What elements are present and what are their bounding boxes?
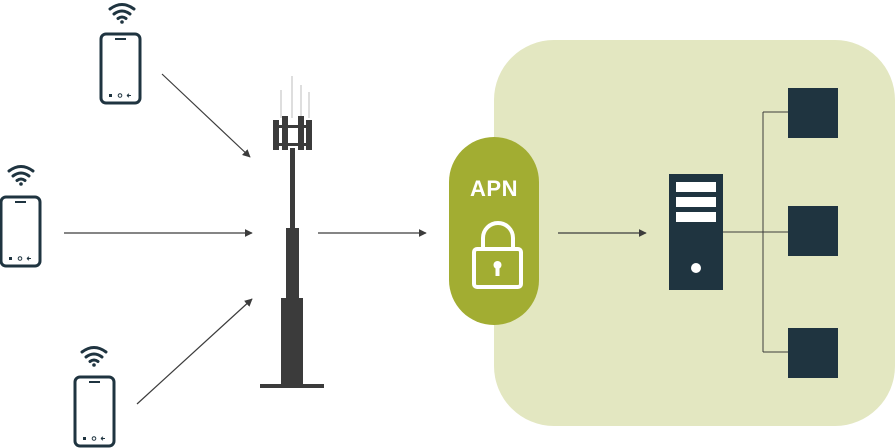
phone-top — [99, 3, 142, 105]
smartphone-icon — [0, 195, 42, 268]
wifi-icon — [108, 3, 136, 24]
phone-bottom — [73, 346, 116, 448]
arrow-phone-bottom-to-tower — [136, 298, 253, 405]
arrow-phone-top-to-tower — [161, 73, 251, 158]
server-icon — [669, 174, 723, 290]
square-node-icon — [788, 88, 838, 138]
square-node-icon — [788, 206, 838, 256]
phone-middle — [0, 165, 42, 268]
server-node-connectors — [723, 111, 788, 353]
apn-gateway — [449, 137, 539, 325]
wifi-icon — [7, 165, 35, 186]
wifi-icon — [80, 346, 108, 367]
padlock-icon — [472, 221, 523, 289]
smartphone-icon — [99, 32, 142, 105]
cell-tower-icon — [260, 76, 324, 388]
square-node-icon — [788, 328, 838, 378]
smartphone-icon — [73, 375, 116, 448]
apn-label: APN — [470, 176, 518, 201]
